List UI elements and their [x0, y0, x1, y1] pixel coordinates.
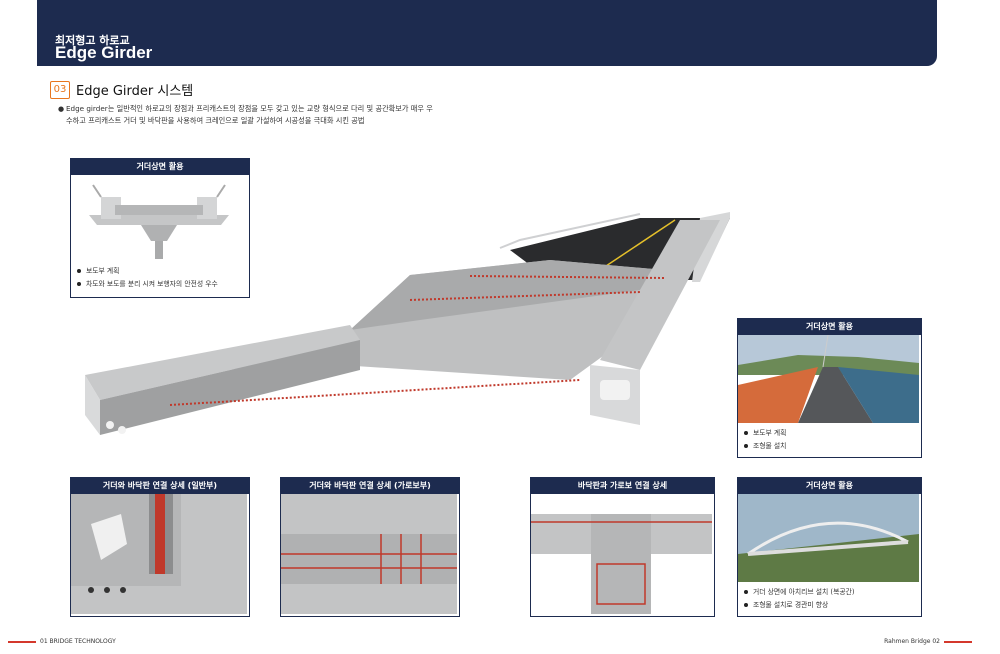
girder-hole — [106, 421, 114, 429]
section-title: Edge Girder 시스템 — [76, 84, 194, 99]
list-item: 거더 상면에 아치리브 설치 (복공간) — [744, 586, 855, 599]
panel-title: 거더와 바닥판 연결 상세 (가로보부) — [281, 478, 459, 494]
girder-hole — [118, 426, 126, 434]
panel-girder-top-use-1: 거더상면 활용 보도부 계획 차도와 보도를 분리 시켜 보행자의 안전성 우수 — [70, 158, 250, 298]
page-title: Edge Girder — [55, 43, 153, 62]
rebar-far — [469, 275, 666, 279]
connection-detail-crossbeam — [281, 494, 457, 614]
intro-paragraph: ● Edge girder는 일반적인 하로교의 장점과 프리캐스트의 장점을 … — [58, 103, 438, 127]
section-number-badge: 03 — [50, 80, 70, 99]
left-girder-side — [100, 340, 360, 435]
left-edge-girder — [85, 325, 360, 400]
panel-list: 거더 상면에 아치리브 설치 (복공간) 조형물 설치로 경관미 향상 — [744, 586, 855, 612]
panel-slab-crossbeam: 바닥판과 가로보 연결 상세 — [530, 477, 715, 617]
panel-title: 거더와 바닥판 연결 상세 (일반부) — [71, 478, 249, 494]
left-girder-front — [85, 375, 100, 435]
list-item: 차도와 보도를 분리 시켜 보행자의 안전성 우수 — [77, 278, 218, 291]
bullet-dot — [744, 444, 748, 448]
panel-connection-crossbeam: 거더와 바닥판 연결 상세 (가로보부) — [280, 477, 460, 617]
panel-girder-top-use-2: 거더상면 활용 보도부 계획 조형물 설치 — [737, 318, 922, 458]
bullet-dot — [744, 590, 748, 594]
girder-void — [600, 380, 630, 400]
connection-detail-slab-crossbeam — [531, 494, 712, 614]
bullet-dot — [77, 269, 81, 273]
rebar-front — [169, 379, 581, 406]
footer-rule — [944, 640, 972, 643]
footer-left: 01 BRIDGE TECHNOLOGY — [8, 638, 116, 645]
bullet-dot — [744, 431, 748, 435]
walkway-photo — [738, 335, 919, 423]
bullet-dot — [77, 282, 81, 286]
panel-title: 거더상면 활용 — [738, 319, 921, 335]
panel-title: 거더상면 활용 — [738, 478, 921, 494]
bullet-dot — [744, 603, 748, 607]
panel-title: 바닥판과 가로보 연결 상세 — [531, 478, 714, 494]
girder-cross-section-illustration — [89, 184, 229, 259]
panel-connection-general: 거더와 바닥판 연결 상세 (일반부) — [70, 477, 250, 617]
panel-title: 거더상면 활용 — [71, 159, 249, 175]
intro-text: Edge girder는 일반적인 하로교의 장점과 프리캐스트의 장점을 모두… — [66, 104, 433, 125]
arch-bridge-photo — [738, 494, 919, 582]
list-item: 보도부 계획 — [77, 265, 218, 278]
section-heading: 03 Edge Girder 시스템 — [50, 80, 193, 99]
connection-detail-general — [71, 494, 247, 614]
left-railing — [499, 213, 641, 249]
panel-list: 보도부 계획 조형물 설치 — [744, 427, 786, 453]
footer-right: Rahmen Bridge 02 — [884, 638, 972, 645]
list-item: 보도부 계획 — [744, 427, 786, 440]
footer-rule — [8, 640, 36, 643]
list-item: 조형물 설치로 경관미 향상 — [744, 599, 855, 612]
list-item: 조형물 설치 — [744, 440, 786, 453]
right-edge-girder — [600, 220, 720, 370]
intro-bullet: ● — [58, 105, 65, 113]
panel-girder-top-use-3: 거더상면 활용 거더 상면에 아치리브 설치 (복공간) 조형물 설치로 경관미… — [737, 477, 922, 617]
header-banner: 최저형고 하로교 Edge Girder — [37, 0, 937, 66]
bridge-3d-illustration — [85, 212, 730, 435]
panel-list: 보도부 계획 차도와 보도를 분리 시켜 보행자의 안전성 우수 — [77, 265, 218, 291]
category-label: 최저형고 하로교 — [55, 34, 130, 47]
